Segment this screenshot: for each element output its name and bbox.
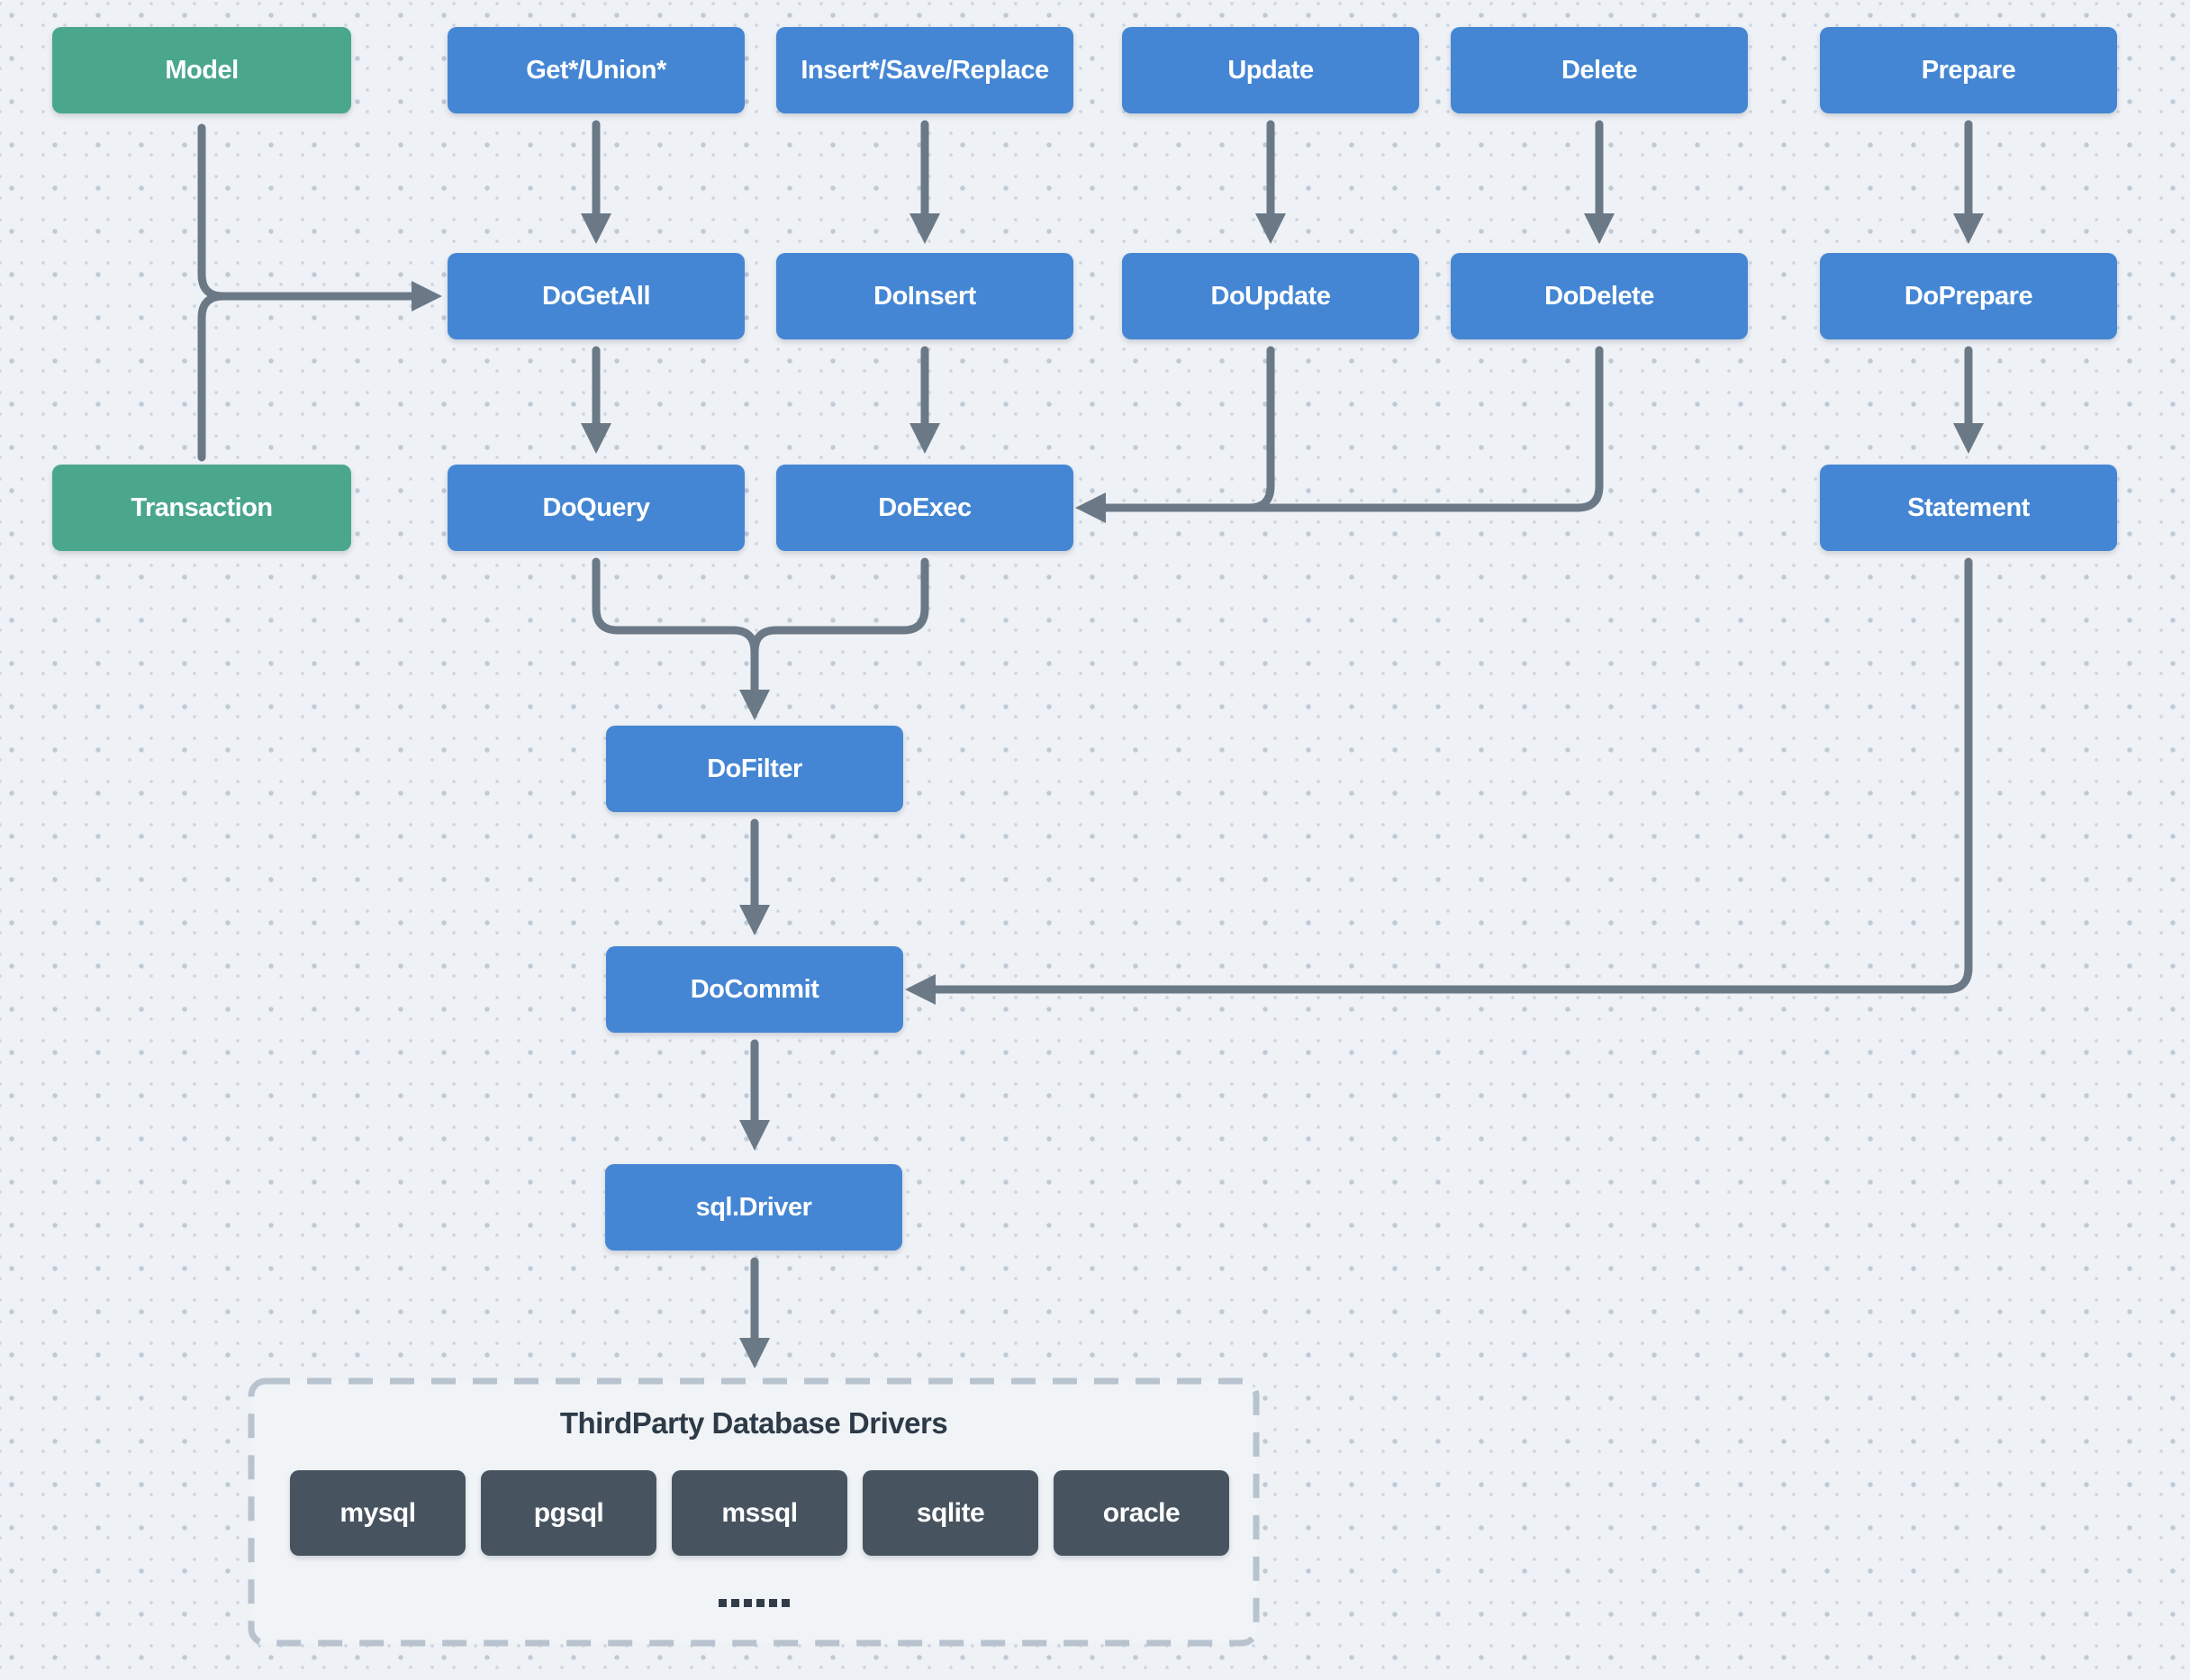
node-delete: Delete bbox=[1451, 27, 1748, 113]
node-insert-save-replace: Insert*/Save/Replace bbox=[776, 27, 1073, 113]
driver-mssql: mssql bbox=[672, 1470, 847, 1556]
edge-doquery-to-dofilter bbox=[592, 557, 771, 720]
node-do-commit: DoCommit bbox=[606, 946, 903, 1033]
ellipsis-square bbox=[756, 1599, 765, 1607]
driver-sqlite: sqlite bbox=[863, 1470, 1038, 1556]
node-do-filter: DoFilter bbox=[606, 726, 903, 812]
node-model: Model bbox=[52, 27, 351, 113]
node-do-query: DoQuery bbox=[448, 465, 745, 551]
ellipsis-square bbox=[730, 1599, 739, 1607]
edge-transaction-branch bbox=[197, 292, 228, 462]
thirdparty-drivers-title: ThirdParty Database Drivers bbox=[559, 1406, 948, 1440]
edge-statement-to-docommit bbox=[905, 557, 1973, 1006]
edge-model-to-dogetall bbox=[197, 123, 442, 312]
node-prepare: Prepare bbox=[1820, 27, 2117, 113]
ellipsis-square bbox=[743, 1599, 752, 1607]
node-statement: Statement bbox=[1820, 465, 2117, 551]
driver-mysql: mysql bbox=[290, 1470, 466, 1556]
drivers-ellipsis bbox=[251, 1599, 1256, 1607]
driver-oracle: oracle bbox=[1054, 1470, 1229, 1556]
ellipsis-square bbox=[718, 1599, 727, 1607]
driver-pgsql: pgsql bbox=[481, 1470, 656, 1556]
node-transaction: Transaction bbox=[52, 465, 351, 551]
node-do-insert: DoInsert bbox=[776, 253, 1073, 339]
node-do-delete: DoDelete bbox=[1451, 253, 1748, 339]
node-update: Update bbox=[1122, 27, 1419, 113]
node-do-update: DoUpdate bbox=[1122, 253, 1419, 339]
ellipsis-square bbox=[768, 1599, 777, 1607]
edge-dodelete-to-doexec bbox=[1075, 346, 1604, 524]
edge-doexec-join bbox=[750, 557, 929, 656]
node-do-getall: DoGetAll bbox=[448, 253, 745, 339]
edge-doupdate-join bbox=[1244, 346, 1275, 512]
node-get-union: Get*/Union* bbox=[448, 27, 745, 113]
ellipsis-square bbox=[781, 1599, 790, 1607]
node-do-prepare: DoPrepare bbox=[1820, 253, 2117, 339]
node-do-exec: DoExec bbox=[776, 465, 1073, 551]
node-sql-driver: sql.Driver bbox=[605, 1164, 902, 1251]
